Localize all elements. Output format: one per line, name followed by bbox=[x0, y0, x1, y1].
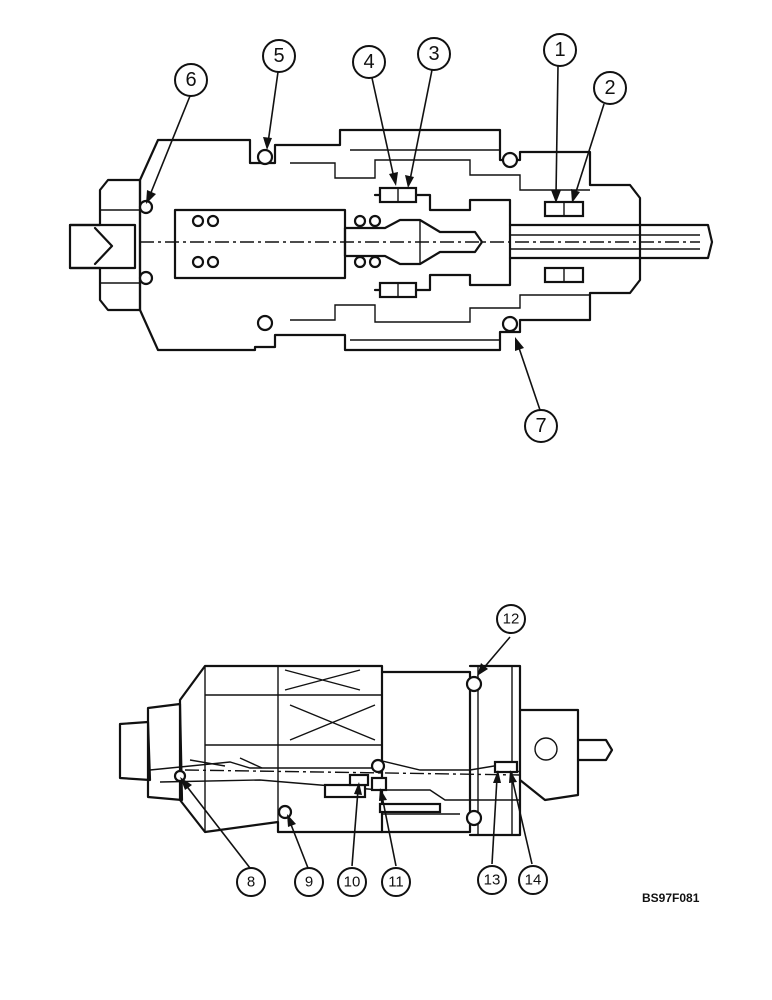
upper-spring-coil bbox=[368, 214, 382, 228]
lower-leaders bbox=[180, 636, 533, 869]
lower-bore-bottom bbox=[159, 779, 520, 801]
upper-plunger-rod bbox=[508, 223, 714, 260]
callout-circle bbox=[337, 867, 367, 897]
upper-piston bbox=[373, 193, 512, 292]
upper-spring-coil bbox=[191, 214, 205, 228]
upper-hex-nut-flats bbox=[100, 209, 140, 284]
callout-circle bbox=[174, 63, 208, 97]
callout-label: 5 bbox=[273, 45, 284, 67]
callout-13: 13 bbox=[477, 865, 507, 895]
callout-circle bbox=[543, 33, 577, 67]
callout-circle bbox=[294, 867, 324, 897]
callout-label: 9 bbox=[305, 874, 313, 891]
callout-label: 3 bbox=[428, 43, 439, 65]
callout-8: 8 bbox=[236, 867, 266, 897]
upper-spring-coil bbox=[206, 214, 220, 228]
upper-leaders bbox=[146, 65, 605, 411]
upper-o-ring-6 bbox=[138, 199, 154, 215]
callout-5: 5 bbox=[262, 39, 296, 73]
figure-code: BS97F081 bbox=[642, 891, 700, 905]
upper-o-ring-5-lower bbox=[256, 314, 274, 332]
lower-sleeve bbox=[380, 670, 472, 834]
callout-label: 7 bbox=[535, 415, 546, 437]
callout-7: 7 bbox=[524, 409, 558, 443]
callout-1: 1 bbox=[543, 33, 577, 67]
lower-ring-11 bbox=[370, 776, 388, 792]
callout-label: 1 bbox=[554, 39, 565, 61]
lower-plunger-tip bbox=[576, 738, 614, 762]
callout-circle bbox=[496, 604, 526, 634]
lower-flat-cross bbox=[284, 669, 361, 691]
lower-end-cap-hole bbox=[534, 737, 558, 761]
upper-rod-lines bbox=[510, 234, 700, 250]
upper-spring-coil bbox=[368, 255, 382, 269]
upper-inner-step-top bbox=[290, 159, 590, 191]
upper-valve-body bbox=[138, 128, 642, 352]
upper-spring-coil bbox=[353, 255, 367, 269]
callout-9: 9 bbox=[294, 867, 324, 897]
callout-label: 4 bbox=[363, 51, 374, 73]
callout-4: 4 bbox=[352, 45, 386, 79]
callout-circle bbox=[381, 867, 411, 897]
lower-valve-section bbox=[118, 664, 614, 837]
callout-label: 12 bbox=[503, 611, 520, 628]
lower-o-ring-12-lower bbox=[465, 809, 483, 827]
upper-o-ring-7-top bbox=[501, 151, 519, 169]
lower-backup-ring-13 bbox=[493, 760, 519, 774]
callout-12: 12 bbox=[496, 604, 526, 634]
callout-11: 11 bbox=[381, 867, 411, 897]
upper-sleeve-lines bbox=[350, 149, 500, 341]
upper-poppet bbox=[343, 218, 484, 266]
upper-spring-coil bbox=[206, 255, 220, 269]
upper-inner-step-bottom bbox=[290, 294, 590, 323]
callout-6: 6 bbox=[174, 63, 208, 97]
upper-o-ring-7 bbox=[501, 315, 519, 333]
lower-coupling-edges bbox=[477, 666, 513, 835]
callout-circle bbox=[352, 45, 386, 79]
lower-nut bbox=[146, 702, 184, 802]
callout-label: 2 bbox=[604, 77, 615, 99]
callout-10: 10 bbox=[337, 867, 367, 897]
lower-hex-flats bbox=[204, 666, 382, 832]
lower-groove bbox=[378, 802, 442, 814]
callout-label: 14 bbox=[525, 872, 542, 889]
callout-label: 11 bbox=[388, 874, 404, 891]
lower-flat-cross bbox=[289, 704, 376, 741]
lower-bore-detail bbox=[189, 757, 263, 769]
lower-centerline bbox=[184, 769, 521, 776]
lower-o-ring-upper bbox=[370, 758, 386, 774]
callout-circle bbox=[477, 865, 507, 895]
callout-label: 6 bbox=[185, 69, 196, 91]
lower-coupling bbox=[468, 664, 522, 837]
callout-circle bbox=[593, 71, 627, 105]
upper-valve-section bbox=[68, 128, 714, 352]
callout-label: 10 bbox=[344, 874, 361, 891]
lower-o-ring-8 bbox=[173, 769, 187, 783]
upper-spring-coil bbox=[353, 214, 367, 228]
callout-circle bbox=[236, 867, 266, 897]
callout-3: 3 bbox=[417, 37, 451, 71]
lower-end-cap bbox=[518, 708, 580, 802]
upper-screw-chevron bbox=[93, 226, 114, 266]
lower-o-ring-9 bbox=[277, 804, 293, 820]
callout-circle bbox=[262, 39, 296, 73]
upper-spring-coil bbox=[191, 255, 205, 269]
callout-label: 13 bbox=[484, 872, 501, 889]
callout-circle bbox=[524, 409, 558, 443]
callout-14: 14 bbox=[518, 865, 548, 895]
callout-label: 8 bbox=[247, 874, 255, 891]
callout-2: 2 bbox=[593, 71, 627, 105]
upper-o-ring-5 bbox=[256, 148, 274, 166]
upper-adjusting-screw bbox=[68, 223, 137, 270]
lower-locknut bbox=[118, 720, 152, 782]
upper-o-ring-6-lower bbox=[138, 270, 154, 286]
callout-circle bbox=[417, 37, 451, 71]
upper-hex-nut bbox=[68, 178, 142, 312]
lower-o-ring-12 bbox=[465, 675, 483, 693]
upper-spring-chamber bbox=[173, 208, 347, 280]
callout-circle bbox=[518, 865, 548, 895]
